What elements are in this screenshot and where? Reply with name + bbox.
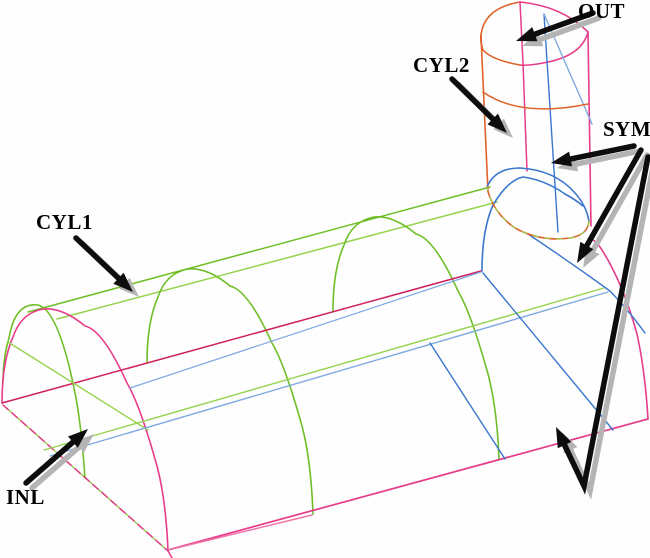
arrow-cyl2 xyxy=(449,76,499,125)
arrow-sym-floor xyxy=(560,154,650,495)
sym-diag-upper-blue xyxy=(527,233,646,334)
arrow-sym-floor-shadow xyxy=(566,168,650,500)
cyl2-toprim-bottom-orange xyxy=(479,34,521,66)
label-out: OUT xyxy=(578,0,626,23)
inlet-corner-tick xyxy=(167,550,173,558)
floor-diag-blue xyxy=(429,342,506,460)
cyl1-arch-inlet-green xyxy=(2,304,86,479)
arrow-inl xyxy=(23,436,79,486)
cyl1-arch-3-green xyxy=(332,216,500,460)
cyl2-seam-magenta xyxy=(519,1,528,172)
inlet-radius-green xyxy=(7,341,149,431)
arrow-sym-mid-shadow xyxy=(588,152,650,257)
label-cyl1: CYL1 xyxy=(36,210,93,234)
arrow-inl-head xyxy=(67,429,88,448)
arrow-out-shadow xyxy=(534,15,602,44)
cyl1-arch-outlet-blue xyxy=(481,176,584,272)
junction-ellipse-orange xyxy=(486,186,590,240)
cyl2-sym-edge-blue xyxy=(543,13,559,233)
inlet-diameter-magenta xyxy=(2,404,169,552)
arrow-sym-floor-head xyxy=(556,427,572,449)
cyl1-ridge-seam xyxy=(56,201,498,320)
arrow-cyl2-head xyxy=(487,113,507,133)
arrow-inl-head-shadow xyxy=(73,434,94,453)
junction-ellipse-green-dash xyxy=(486,186,590,240)
label-cyl2: CYL2 xyxy=(413,53,470,77)
arrow-inl-shadow xyxy=(29,441,85,491)
cyl1-ridge-crown xyxy=(27,186,491,313)
arrow-sym-upper xyxy=(563,143,637,163)
cyl2-toprim-left-orange xyxy=(480,1,521,36)
cyl2-right-edge-magenta xyxy=(587,31,592,227)
cyl1-arch-inlet-magenta xyxy=(1,308,169,552)
cyl1-arch-2-green xyxy=(146,268,314,515)
arrow-sym-mid-head xyxy=(577,241,594,263)
arrow-cyl1 xyxy=(73,235,125,284)
cyl2-toprim-bottom-pink xyxy=(519,31,589,66)
floor-far-edge xyxy=(1,270,482,404)
label-inl: INL xyxy=(6,485,45,509)
arrow-sym-upper-shadow xyxy=(569,148,643,168)
floor-near-edge xyxy=(167,418,649,551)
arrow-sym-upper-head xyxy=(551,151,573,167)
floor-mid-blue xyxy=(49,291,609,457)
arrow-out xyxy=(528,10,596,39)
floor-mid-green xyxy=(43,287,605,451)
arrow-cyl1-head xyxy=(113,272,133,292)
junction-ellipse-blue xyxy=(486,167,590,222)
outlet-diameter-blue xyxy=(482,272,614,431)
arrow-out-head xyxy=(516,27,538,42)
arrow-sym-mid xyxy=(582,147,644,252)
floor-near-edge-left xyxy=(167,514,313,551)
floor-far-edge-blue xyxy=(129,271,482,389)
label-sym: SYM xyxy=(603,117,650,141)
cyl2-mid-ring-orange xyxy=(482,91,589,110)
cyl2-toprim-right-magenta xyxy=(519,1,589,33)
